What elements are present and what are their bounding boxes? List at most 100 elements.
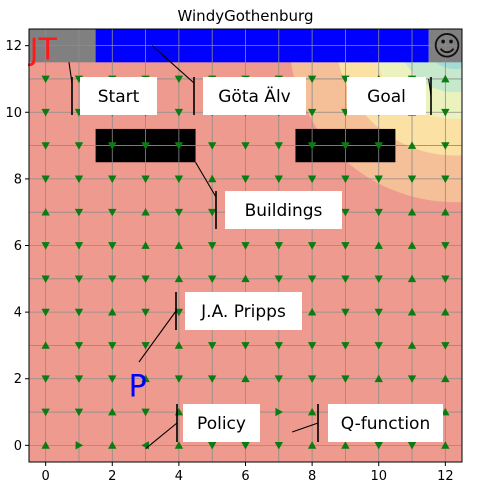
policy-arrow-down	[108, 275, 117, 284]
policy-arrow-up	[307, 407, 317, 416]
policy-arrow-down	[174, 142, 184, 150]
callout-q-function: Q-function	[291, 404, 443, 442]
policy-arrow-down	[274, 242, 284, 250]
policy-arrow-down	[74, 175, 84, 184]
policy-arrow-down	[41, 108, 50, 117]
policy-arrow-down	[374, 142, 383, 150]
policy-arrow-up	[41, 207, 50, 216]
y-tick-label: 0	[14, 439, 22, 454]
callout-goal: Goal	[347, 77, 432, 115]
policy-arrow-down	[141, 342, 150, 350]
y-tick-label: 6	[14, 239, 22, 254]
policy-arrow-down	[241, 342, 250, 350]
policy-arrow-up	[108, 441, 117, 449]
policy-arrow-down	[141, 308, 150, 317]
x-tick-label: 0	[42, 469, 50, 484]
callout-gota-alv: Göta Älv	[151, 45, 306, 115]
policy-arrow-down	[307, 75, 317, 84]
policy-arrow-down	[41, 308, 50, 317]
policy-arrow-right	[75, 441, 84, 450]
policy-arrow-down	[407, 175, 417, 184]
policy-arrow-up	[108, 407, 117, 416]
callout-label: J.A. Pripps	[200, 302, 286, 322]
policy-arrow-up	[141, 207, 150, 216]
policy-arrow-up	[207, 174, 217, 183]
policy-arrow-up	[441, 407, 450, 416]
policy-arrow-down	[207, 441, 217, 450]
policy-arrow-down	[108, 342, 117, 350]
y-tick-label: 4	[14, 306, 22, 321]
policy-arrow-down	[207, 275, 217, 284]
policy-arrow-up	[441, 441, 450, 449]
policy-arrow-down	[207, 375, 217, 383]
policy-arrow-down	[207, 342, 217, 350]
callout-leader	[68, 62, 73, 84]
y-tick-label: 12	[5, 39, 22, 54]
policy-arrow-down	[174, 75, 184, 84]
policy-arrow-up	[374, 374, 383, 383]
policy-arrow-down	[441, 275, 450, 284]
policy-arrow-up	[441, 307, 450, 316]
policy-arrow-down	[108, 142, 117, 150]
policy-arrow-down	[241, 242, 250, 250]
policy-arrow-up	[407, 141, 417, 149]
policy-arrow-up	[307, 307, 317, 316]
policy-arrow-down	[341, 375, 350, 383]
callout-leader	[145, 422, 178, 450]
initials-marker: JT	[28, 33, 58, 68]
callout-label: Goal	[367, 87, 406, 107]
policy-arrow-down	[141, 408, 150, 417]
policy-arrow-down	[207, 142, 217, 150]
policy-arrow-down	[374, 275, 383, 284]
policy-arrow-down	[174, 108, 184, 117]
policy-arrow-down	[108, 208, 117, 217]
callout-start: Start	[68, 62, 157, 115]
policy-arrow-down	[241, 441, 250, 450]
plot-area: JT P ☺	[28, 28, 463, 463]
callout-label: Buildings	[245, 201, 323, 221]
y-tick-label: 10	[5, 106, 22, 121]
policy-arrow-down	[307, 275, 317, 284]
callout-box	[185, 292, 302, 330]
policy-arrow-up	[407, 341, 417, 349]
policy-arrow-down	[74, 408, 84, 417]
goal-smiley-icon: ☺	[432, 30, 461, 63]
policy-arrow-down	[41, 142, 50, 150]
policy-arrow-up	[41, 341, 50, 349]
callout-leader	[138, 310, 177, 363]
policy-arrow-down	[407, 441, 417, 450]
y-tick-label: 8	[14, 172, 22, 187]
callout-label: Policy	[197, 414, 246, 434]
policy-arrow-down	[341, 142, 350, 150]
policy-arrow-down	[374, 441, 383, 450]
callout-box	[183, 404, 260, 442]
policy-arrow-up	[174, 274, 184, 283]
policy-arrow-down	[274, 275, 284, 284]
policy-arrow-down	[141, 275, 150, 284]
policy-arrow-up	[141, 241, 150, 249]
policy-arrow-down	[108, 242, 117, 250]
policy-arrow-down	[108, 375, 117, 383]
callout-policy: Policy	[145, 404, 260, 450]
policy-arrow-down	[441, 342, 450, 350]
policy-arrow-up	[407, 241, 417, 249]
x-tick-label: 2	[108, 469, 116, 484]
policy-arrow-up	[407, 274, 417, 283]
policy-arrow-up	[174, 241, 184, 249]
policy-arrow-down	[74, 208, 84, 217]
policy-arrow-down	[341, 308, 350, 317]
policy-arrow-down	[74, 275, 84, 284]
callout-leader	[428, 78, 432, 97]
x-tick-label: 8	[308, 469, 316, 484]
policy-arrow-down	[307, 175, 317, 184]
policy-arrow-down	[74, 242, 84, 250]
policy-arrow-down	[74, 308, 84, 317]
policy-arrow-down	[41, 242, 50, 250]
callout-buildings: Buildings	[195, 161, 342, 229]
x-tick-label: 10	[370, 469, 387, 484]
policy-arrow-up	[441, 207, 450, 216]
policy-arrow-down	[207, 208, 217, 217]
policy-arrow-down	[307, 375, 317, 383]
policy-arrow-up	[41, 441, 50, 449]
